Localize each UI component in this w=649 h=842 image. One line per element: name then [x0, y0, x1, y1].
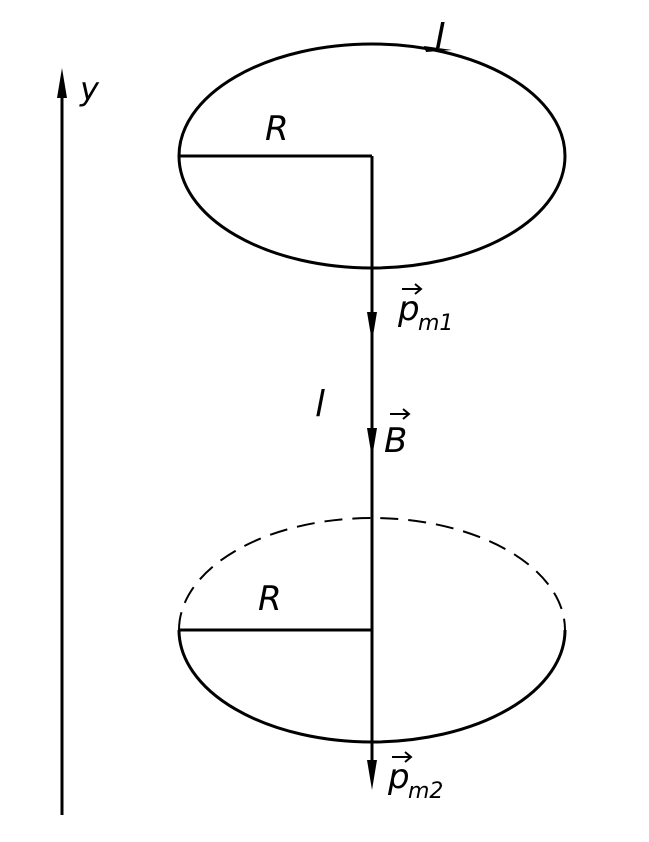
y-axis-label: y: [79, 70, 100, 108]
top-loop-radius-label: R: [265, 109, 289, 149]
moment-top-arrowhead: [367, 312, 377, 342]
moment-top-vector: p m1: [367, 283, 453, 342]
y-axis-arrowhead: [57, 68, 67, 98]
moment-bottom-vector-mark: [392, 751, 413, 763]
field-vector: B: [367, 408, 411, 461]
field-arrowhead: [367, 428, 377, 458]
field-label: B: [384, 421, 407, 461]
current-label: I: [435, 16, 446, 57]
moment-bottom-vector: p m2: [367, 751, 443, 804]
moment-bottom-subscript: m2: [408, 779, 443, 804]
bottom-loop-back-dashed: [178, 517, 566, 631]
distance-label: l: [315, 384, 325, 425]
moment-bottom-label: p: [387, 757, 410, 797]
y-axis: y: [57, 68, 100, 815]
moment-top-label: p: [397, 289, 420, 329]
moment-bottom-arrowhead: [367, 760, 377, 790]
moment-top-vector-mark: [402, 283, 423, 295]
current-direction-arrow: [424, 46, 452, 52]
bottom-current-loop: R: [177, 517, 567, 744]
bottom-loop-radius-label: R: [258, 579, 282, 619]
bottom-loop-front: [177, 629, 567, 744]
field-vector-mark: [390, 408, 411, 420]
moment-top-subscript: m1: [418, 311, 453, 336]
